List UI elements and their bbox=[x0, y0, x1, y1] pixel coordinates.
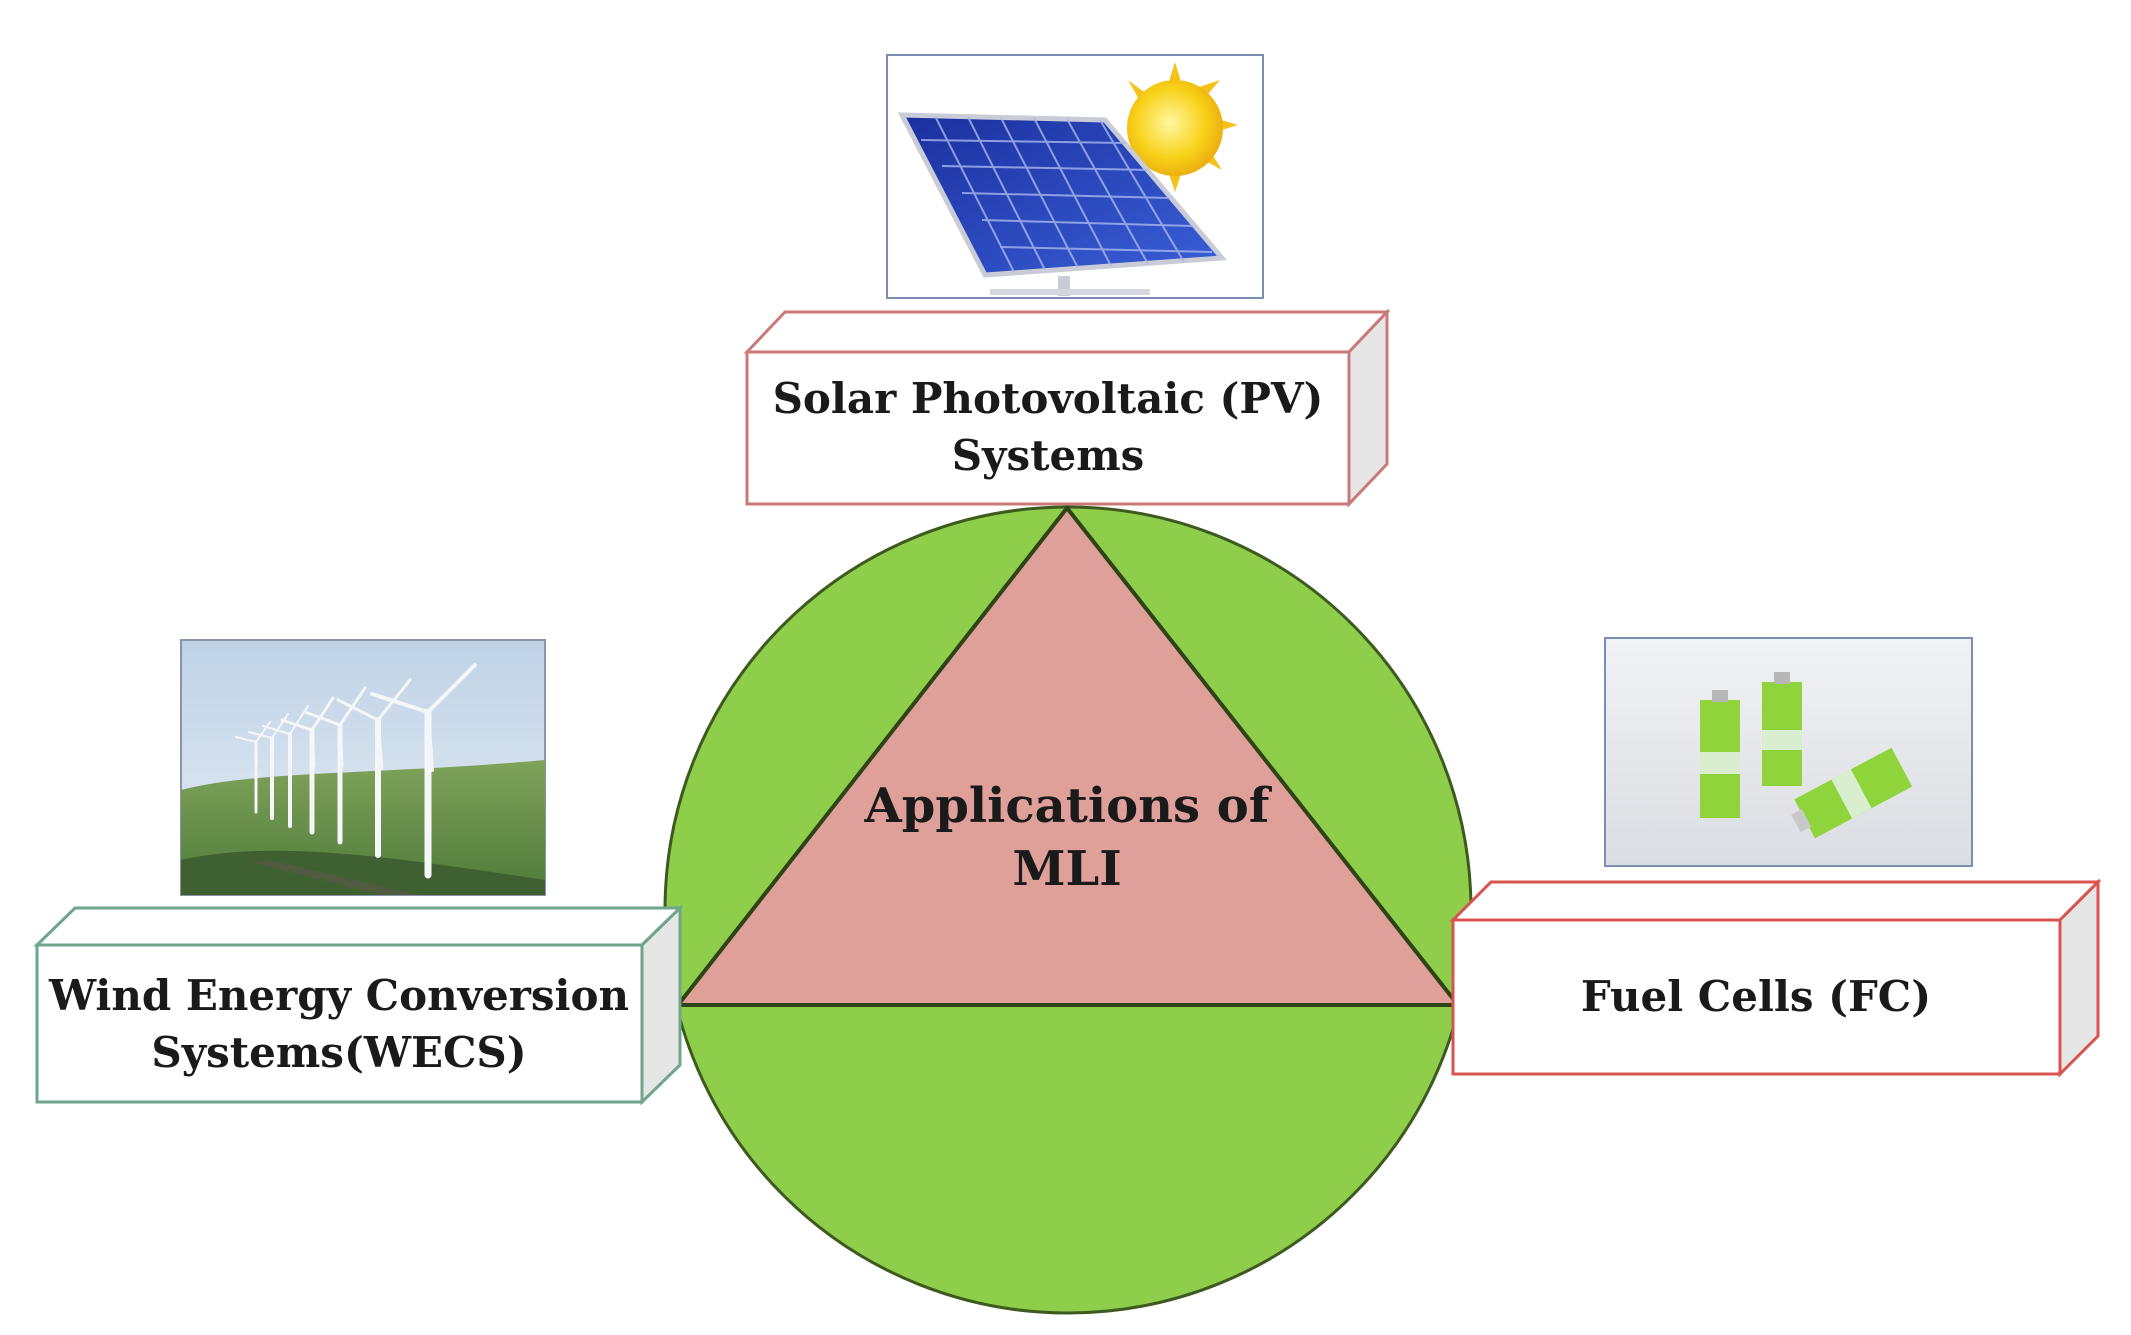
solar-label-line2: Systems bbox=[952, 431, 1145, 480]
center-label-line2: MLI bbox=[1012, 841, 1121, 897]
turbine bbox=[336, 678, 412, 858]
solar-label-line1: Solar Photovoltaic (PV) bbox=[773, 374, 1324, 423]
fuel-cell-batteries-icon bbox=[1604, 637, 1973, 867]
fuel-label-line1: Fuel Cells (FC) bbox=[1581, 972, 1931, 1021]
pink-triangle bbox=[673, 504, 1463, 1007]
wind-label-line1: Wind Energy Conversion bbox=[48, 971, 629, 1020]
solar-label-box bbox=[743, 308, 1391, 508]
fuel-label-box bbox=[1449, 878, 2102, 1078]
solar-pv-node: Solar Photovoltaic (PV) Systems bbox=[743, 54, 1391, 508]
wind-node: Wind Energy Conversion Systems(WECS) bbox=[33, 639, 684, 1106]
wind-turbines-icon bbox=[180, 639, 546, 896]
turbine bbox=[303, 686, 367, 845]
turbine bbox=[370, 663, 477, 879]
wind-label-box bbox=[33, 904, 684, 1106]
fuel-cell-node: Fuel Cells (FC) bbox=[1449, 637, 2102, 1078]
turbine bbox=[280, 696, 335, 835]
solar-panel-sun-icon bbox=[886, 54, 1264, 299]
center-label-line1: Applications of bbox=[864, 778, 1273, 834]
wind-label-line2: Systems(WECS) bbox=[151, 1028, 526, 1077]
central-hub: Applications of MLI bbox=[663, 504, 1473, 1315]
turbine bbox=[235, 721, 271, 814]
